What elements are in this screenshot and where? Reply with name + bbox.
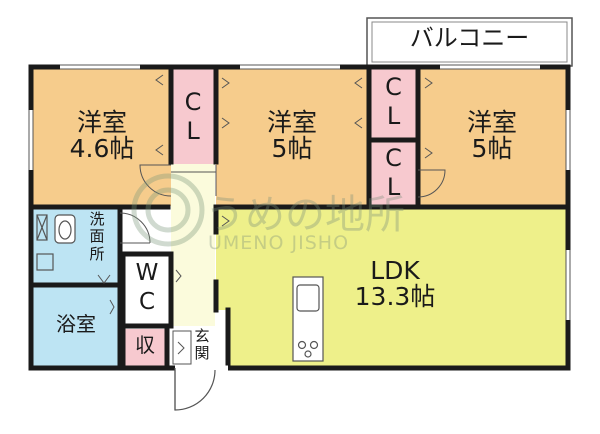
closet-mid-lower-c: C [385, 144, 402, 172]
washroom-fixtures [36, 214, 76, 271]
washroom-door [97, 212, 151, 284]
storage-label: 収 [135, 333, 155, 357]
washroom-char-3: 所 [89, 244, 105, 263]
bath-label: 浴室 [56, 312, 96, 336]
bedroom-left-name: 洋室 [76, 108, 127, 137]
bedroom-mid-name: 洋室 [266, 108, 317, 137]
front-door [170, 365, 228, 411]
watermark-logo [131, 173, 205, 247]
closet-left-l: L [186, 116, 200, 145]
bedroom-mid-fill [216, 69, 368, 206]
washroom-label: 洗 面 所 [82, 210, 112, 263]
closet-left-label: C L [173, 88, 213, 146]
closet-mid-lower-l: L [386, 172, 401, 201]
closet-left-c: C [184, 88, 202, 116]
toilet-fill [125, 256, 169, 324]
balcony-label: バルコニー [409, 24, 530, 52]
washroom-char-1: 洗 [89, 210, 105, 228]
closet-mid-lower-fill [371, 142, 416, 206]
closet-door-marks [155, 74, 433, 159]
bedroom-mid-size: 5帖 [271, 134, 313, 164]
windows [29, 65, 570, 320]
bedroom-right-size: 5帖 [471, 134, 513, 164]
bedroom-right-name: 洋室 [466, 108, 517, 137]
washroom-char-2: 面 [89, 227, 105, 246]
window-frames [28, 64, 571, 320]
bath-fill [33, 287, 118, 366]
closet-left-fill [171, 69, 215, 164]
ldk-label: LDK 13.3帖 [330, 256, 460, 312]
watermark-sub: UMENO JISHO [208, 232, 350, 254]
toilet-c: C [138, 288, 156, 315]
kitchen-unit [292, 276, 324, 362]
bedroom-mid-label: 洋室 5帖 [222, 108, 362, 164]
entrance-details [172, 330, 192, 365]
closet-mid-upper-label: C L [373, 73, 414, 131]
bedroom-left-label: 洋室 4.6帖 [40, 108, 164, 164]
hall-fill [171, 164, 215, 326]
bedroom-right-fill [418, 69, 566, 206]
hall-door-marks [171, 171, 230, 227]
toilet-label: W C [127, 259, 167, 317]
closet-mid-upper-fill [371, 69, 416, 139]
entrance-char-2: 関 [194, 344, 210, 363]
bedroom-right-label: 洋室 5帖 [424, 108, 560, 164]
storage-fill [125, 329, 165, 366]
watermark-main: うめの地所 [205, 192, 405, 238]
bath-door-mark [109, 299, 115, 315]
ldk-name: LDK [370, 256, 420, 285]
closet-mid-lower-label: C L [373, 144, 414, 202]
closet-mid-upper-c: C [385, 73, 402, 101]
balcony-inner [371, 21, 568, 63]
entrance-label: 玄 関 [191, 327, 213, 363]
ldk-size: 13.3帖 [354, 282, 436, 312]
toilet-w: W [135, 260, 159, 286]
bedroom-left-size: 4.6帖 [69, 134, 135, 164]
bedroom-left-fill [33, 69, 171, 206]
bedroom-doors [139, 164, 446, 198]
entrance-char-1: 玄 [194, 327, 210, 345]
closet-mid-upper-l: L [386, 101, 401, 130]
toilet-fixture [175, 269, 182, 283]
